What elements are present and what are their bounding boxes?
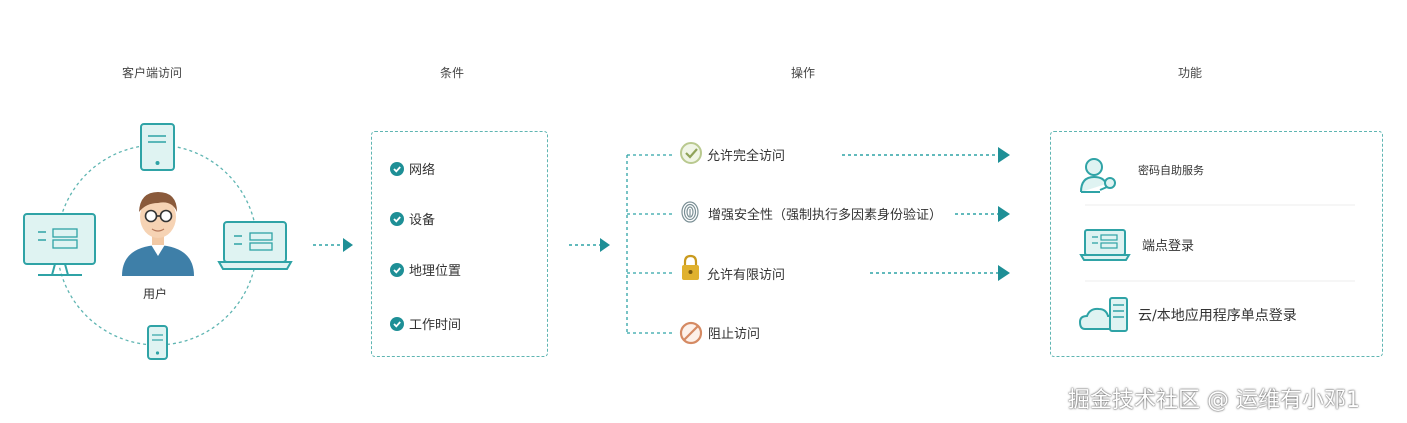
user-key-icon (1080, 158, 1116, 193)
action-allow-limited-label: 允许有限访问 (707, 268, 786, 283)
column-title-actions: 操作 (791, 66, 816, 80)
condition-item: 网络 (390, 159, 435, 178)
condition-item: 地理位置 (390, 260, 461, 279)
flow-arrow-action-2 (955, 206, 1010, 222)
flow-arrow-action-3 (870, 265, 1010, 281)
check-icon (390, 211, 404, 226)
padlock-icon (682, 254, 699, 280)
tablet-icon (140, 123, 175, 171)
feature-password-self-service: 密码自助服务 (1138, 164, 1204, 177)
condition-label: 工作时间 (409, 318, 462, 333)
laptop-icon (217, 221, 293, 270)
features-box (1050, 131, 1383, 357)
user-avatar (122, 192, 194, 276)
condition-label: 地理位置 (409, 264, 462, 279)
action-block-label: 阻止访问 (708, 327, 761, 342)
condition-label: 设备 (409, 213, 436, 228)
block-icon (679, 321, 703, 345)
fingerprint-icon (681, 201, 699, 223)
desktop-monitor-icon (23, 213, 96, 276)
column-title-client: 客户端访问 (122, 66, 183, 80)
action-allow-full-label: 允许完全访问 (707, 149, 786, 164)
feature-sso: 云/本地应用程序单点登录 (1138, 308, 1297, 324)
laptop-icon-feature (1079, 229, 1131, 261)
cloud-server-icon (1078, 297, 1128, 332)
feature-endpoint-login: 端点登录 (1142, 239, 1195, 254)
action-branch-lines (626, 154, 675, 334)
user-label: 用户 (143, 287, 168, 301)
check-circle-icon (680, 142, 702, 164)
check-icon (390, 262, 404, 277)
flow-arrow-conditions-to-actions (569, 238, 610, 252)
conditions-box (371, 131, 548, 357)
action-enhance-security-label: 增强安全性（强制执行多因素身份验证） (708, 208, 943, 223)
check-icon (390, 161, 404, 176)
check-icon (390, 316, 404, 331)
condition-label: 网络 (409, 163, 436, 178)
phone-icon (147, 325, 168, 360)
flow-arrow-client-to-conditions (313, 238, 353, 252)
watermark: 掘金技术社区 @ 运维有小邓1 (1068, 388, 1360, 413)
flow-arrow-action-1 (842, 147, 1010, 163)
condition-item: 设备 (390, 209, 435, 228)
column-title-conditions: 条件 (440, 66, 465, 80)
condition-item: 工作时间 (390, 314, 461, 333)
column-title-features: 功能 (1178, 66, 1203, 80)
